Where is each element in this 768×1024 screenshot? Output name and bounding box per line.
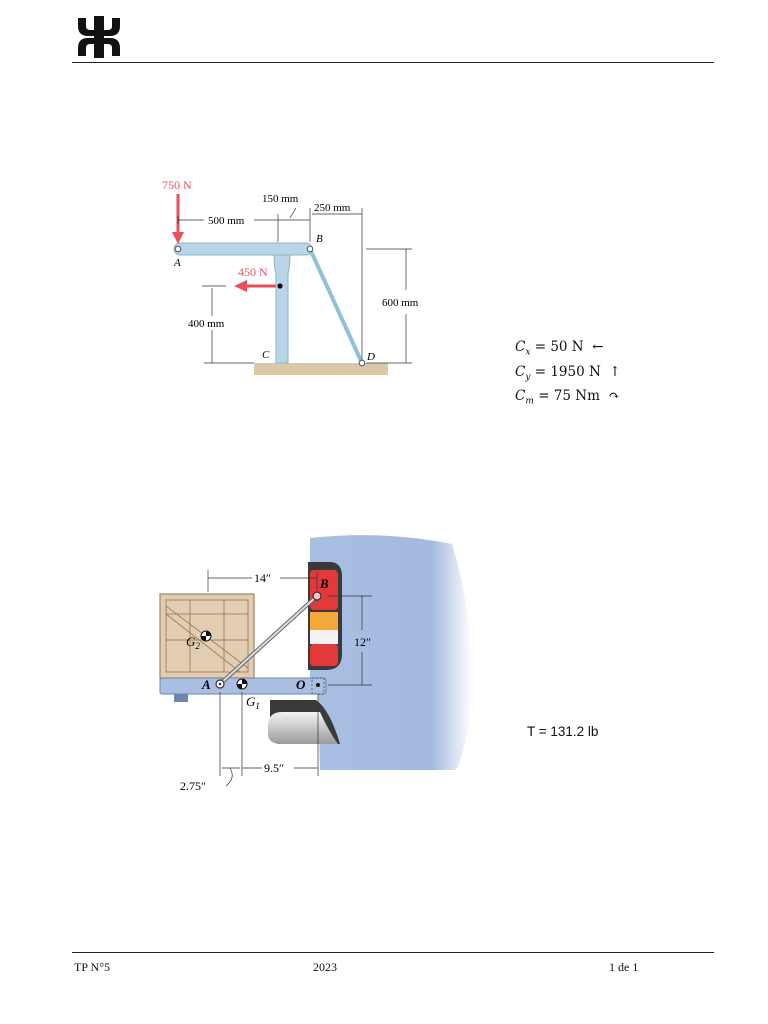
footer-left: TP N°5 — [74, 960, 111, 974]
point-b-label: B — [316, 233, 323, 245]
header-rule — [72, 62, 714, 63]
tension-result: T = 131.2 lb — [527, 724, 599, 739]
dim-9-5: 9.5″ — [264, 761, 284, 775]
point-d-label: D — [366, 351, 375, 363]
footer-rule — [72, 952, 714, 953]
ground — [254, 363, 388, 375]
point-a-label: A — [201, 677, 211, 692]
force-450-label: 450 N — [238, 265, 268, 279]
utn-logo-icon — [78, 16, 120, 58]
reaction-cx: Cx = 50 N ← — [515, 339, 604, 358]
link-bd — [308, 248, 364, 364]
footer-center: 2023 — [313, 960, 337, 974]
dim-12: 12″ — [354, 635, 371, 649]
dim-600: 600 mm — [382, 297, 419, 309]
centroid-g1-icon — [236, 678, 248, 690]
horizontal-member — [173, 242, 313, 256]
reaction-cm: Cm = 75 Nm ↷ — [515, 388, 620, 408]
dim-2-75: 2.75″ — [180, 779, 206, 793]
point-a-label: A — [173, 257, 181, 269]
centroid-g2-label: G2 — [186, 634, 200, 651]
reaction-cy: Cy = 1950 N ↑ — [515, 363, 621, 383]
truck-body — [310, 535, 472, 770]
point-o-label: O — [296, 677, 306, 692]
force-750-label: 750 N — [162, 178, 192, 192]
frame-figure: 750 N 450 N 150 mm 250 mm 500 mm 600 mm … — [162, 178, 419, 375]
dim-250: 250 mm — [314, 202, 351, 214]
vertical-member — [273, 254, 291, 364]
point-c-label: C — [262, 349, 270, 361]
dim-150: 150 mm — [262, 193, 299, 205]
reactions-block: Cx = 50 N ← Cy = 1950 N ↑ Cm = 75 Nm ↷ — [515, 338, 621, 412]
footer-right: 1 de 1 — [609, 960, 639, 974]
tailgate-figure: 14″ 12″ 9.5″ 2.75″ A B O G2 G1 — [159, 535, 472, 793]
centroid-g2-icon — [200, 630, 212, 642]
point-b-label: B — [319, 576, 329, 591]
centroid-g1-label: G1 — [246, 694, 260, 711]
dim-500: 500 mm — [208, 215, 245, 227]
dim-14: 14″ — [254, 571, 271, 585]
dim-400: 400 mm — [188, 318, 225, 330]
